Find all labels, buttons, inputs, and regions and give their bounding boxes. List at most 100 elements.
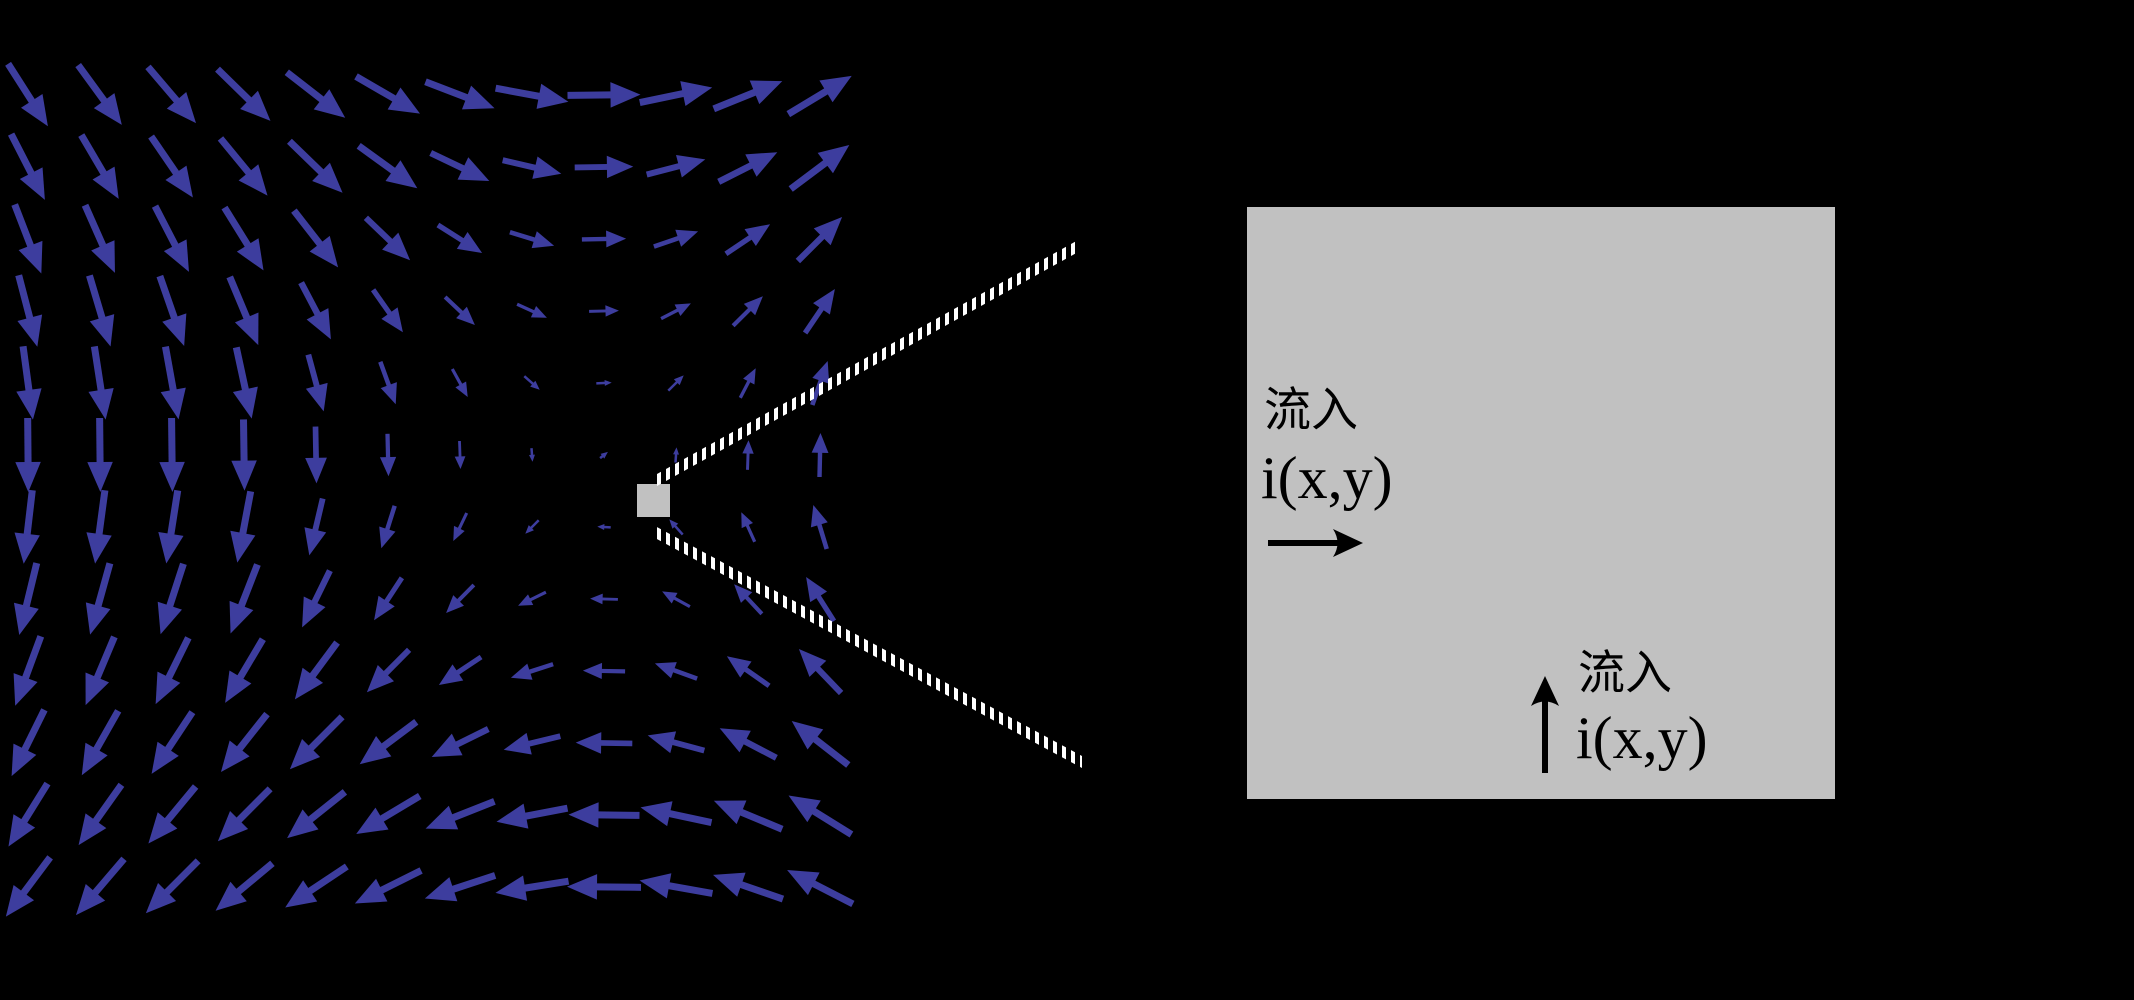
field-arrow-head xyxy=(518,594,534,606)
field-arrow-head xyxy=(669,519,679,529)
field-arrow-head xyxy=(454,456,466,469)
field-arrow-shaft xyxy=(724,234,753,257)
field-arrow-head xyxy=(159,461,185,492)
field-arrow-head xyxy=(356,807,389,834)
field-arrow-head xyxy=(495,875,528,901)
field-arrow-shaft xyxy=(307,863,349,895)
field-arrow-shaft xyxy=(168,417,176,464)
field-arrow-head xyxy=(647,731,677,754)
field-arrow-shaft xyxy=(311,569,333,605)
field-arrow-head xyxy=(590,593,603,605)
bottom-inflow-math: i(x,y) xyxy=(1576,705,1708,771)
field-arrow-head xyxy=(674,303,691,316)
field-arrow-head xyxy=(575,732,602,754)
field-arrow-shaft xyxy=(814,665,844,696)
field-arrow-head xyxy=(379,456,397,477)
field-arrow-head xyxy=(88,387,114,420)
field-arrow-shaft xyxy=(527,733,561,747)
field-arrow-shaft xyxy=(385,433,391,459)
field-arrow-shaft xyxy=(384,505,397,531)
field-arrow-head xyxy=(155,671,181,705)
field-arrow-head xyxy=(673,447,680,455)
field-arrow-shaft xyxy=(379,793,422,823)
field-arrow-head xyxy=(18,240,43,274)
field-arrow-shaft xyxy=(312,426,319,459)
field-arrow-head xyxy=(379,526,396,549)
field-arrow-head xyxy=(236,238,264,271)
field-arrow-head xyxy=(741,512,753,529)
field-arrow-shaft xyxy=(379,867,423,894)
field-arrow-head xyxy=(726,656,752,678)
field-arrow-shaft xyxy=(786,87,829,118)
field-arrow-shaft xyxy=(457,512,469,530)
field-arrow-shaft xyxy=(529,519,540,530)
field-arrow-head xyxy=(510,663,533,680)
field-arrow-head xyxy=(743,368,756,385)
field-arrow-head xyxy=(17,314,43,347)
field-arrow-head xyxy=(313,89,346,118)
field-arrow-shaft xyxy=(660,308,680,321)
field-arrow-head xyxy=(745,152,778,177)
field-arrow-head xyxy=(806,577,828,603)
field-arrow-head xyxy=(305,382,328,412)
field-arrow-shaft xyxy=(455,654,483,676)
field-arrow-head xyxy=(461,85,495,110)
field-arrow-head xyxy=(160,387,186,420)
field-arrow-shaft xyxy=(21,708,48,752)
field-arrow-shaft xyxy=(307,714,345,752)
field-arrow-shaft xyxy=(383,647,412,676)
field-arrow-shaft xyxy=(164,784,199,824)
field-arrow-shaft xyxy=(78,133,108,176)
field-arrow-shaft xyxy=(530,448,534,456)
field-arrow-shaft xyxy=(298,281,321,317)
field-arrow-head xyxy=(531,231,555,249)
field-arrow-head xyxy=(744,224,771,246)
field-arrow-head xyxy=(359,736,392,765)
field-arrow-shaft xyxy=(75,63,108,104)
field-arrow-shaft xyxy=(667,380,679,392)
field-arrow-shaft xyxy=(95,489,109,536)
field-arrow-shaft xyxy=(443,295,464,315)
field-arrow-head xyxy=(446,595,464,613)
field-arrow-shaft xyxy=(217,136,252,176)
field-arrow-head xyxy=(525,525,534,534)
field-arrow-head xyxy=(529,454,535,462)
field-arrow-shaft xyxy=(645,163,681,178)
field-arrow-shaft xyxy=(15,274,34,320)
field-arrow-shaft xyxy=(291,208,324,247)
field-arrow-head xyxy=(229,600,254,634)
field-arrow-head xyxy=(600,451,608,459)
field-arrow-shaft xyxy=(162,345,177,392)
field-arrow-head xyxy=(8,814,36,847)
field-arrow-shaft xyxy=(235,786,273,824)
field-arrow-head xyxy=(287,809,319,839)
field-arrow-head xyxy=(217,810,249,842)
field-arrow-shaft xyxy=(240,419,248,462)
field-arrow-shaft xyxy=(812,736,851,768)
field-arrow-shaft xyxy=(816,523,829,550)
field-arrow-shaft xyxy=(739,881,785,903)
field-arrow-shaft xyxy=(5,61,36,104)
field-arrow-shaft xyxy=(236,637,266,680)
field-arrow-head xyxy=(305,457,327,484)
field-arrow-shaft xyxy=(221,205,252,248)
field-arrow-shaft xyxy=(145,64,180,104)
field-arrow-head xyxy=(309,235,339,268)
field-arrow-head xyxy=(387,87,420,114)
field-arrow-head xyxy=(162,313,187,346)
field-arrow-head xyxy=(605,305,619,317)
field-arrow-head xyxy=(680,81,713,107)
field-arrow-shaft xyxy=(509,229,536,243)
field-arrow-head xyxy=(749,80,783,105)
field-arrow-shaft xyxy=(456,583,476,603)
field-arrow-head xyxy=(19,167,45,200)
field-arrow-head xyxy=(230,530,256,563)
field-arrow-shaft xyxy=(494,84,541,100)
field-arrow-shaft xyxy=(746,452,750,470)
field-arrow-shaft xyxy=(81,203,107,248)
field-arrow-head xyxy=(366,665,394,693)
field-arrow-shaft xyxy=(742,738,778,761)
field-arrow-head xyxy=(21,94,48,127)
field-arrow-head xyxy=(503,732,532,755)
field-arrow-head xyxy=(157,601,182,635)
